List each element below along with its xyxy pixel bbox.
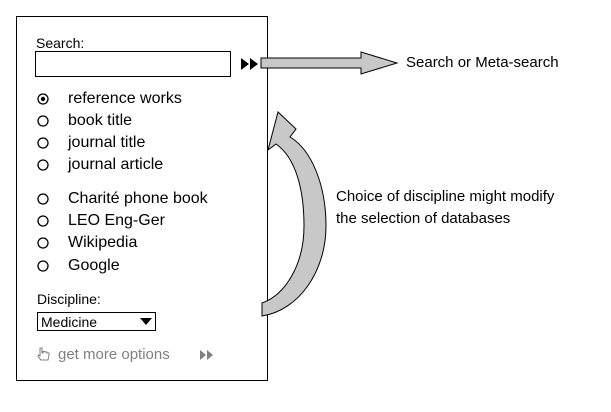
radio-button[interactable] [37,137,49,149]
get-more-options-label: get more options [58,346,170,363]
search-panel: Search: reference works book title journ… [16,16,268,381]
option-label: journal title [68,134,146,151]
chevron-down-icon [140,318,152,325]
radio-button[interactable] [37,260,49,272]
radio-button-selected[interactable] [37,93,49,105]
radio-button[interactable] [37,115,49,127]
search-target-label: Search or Meta-search [406,54,559,71]
option-label: book title [68,112,133,129]
hand-pointer-icon [37,347,50,361]
radio-button[interactable] [37,237,49,249]
option-label: LEO Eng-Ger [68,212,165,229]
discipline-selected-value: Medicine [41,314,98,330]
discipline-note-line1: Choice of discipline might modify [336,188,555,205]
radio-button[interactable] [37,215,49,227]
discipline-label: Discipline: [37,291,101,307]
curved-arrow-discipline-to-options [261,111,327,317]
option-label: Wikipedia [68,234,138,251]
option-label: Google [68,257,120,274]
radio-button[interactable] [37,193,49,205]
radio-button[interactable] [37,159,49,171]
option-label: journal article [68,156,164,173]
fast-forward-icon[interactable] [241,57,259,71]
discipline-select[interactable]: Medicine [37,312,156,331]
search-input[interactable] [35,51,231,77]
option-label: reference works [68,90,182,107]
discipline-note-line2: the selection of databases [336,210,511,227]
option-label: Charité phone book [68,190,208,207]
arrow-search-to-target [260,51,399,75]
search-label: Search: [36,35,85,51]
fast-forward-icon [200,350,213,360]
